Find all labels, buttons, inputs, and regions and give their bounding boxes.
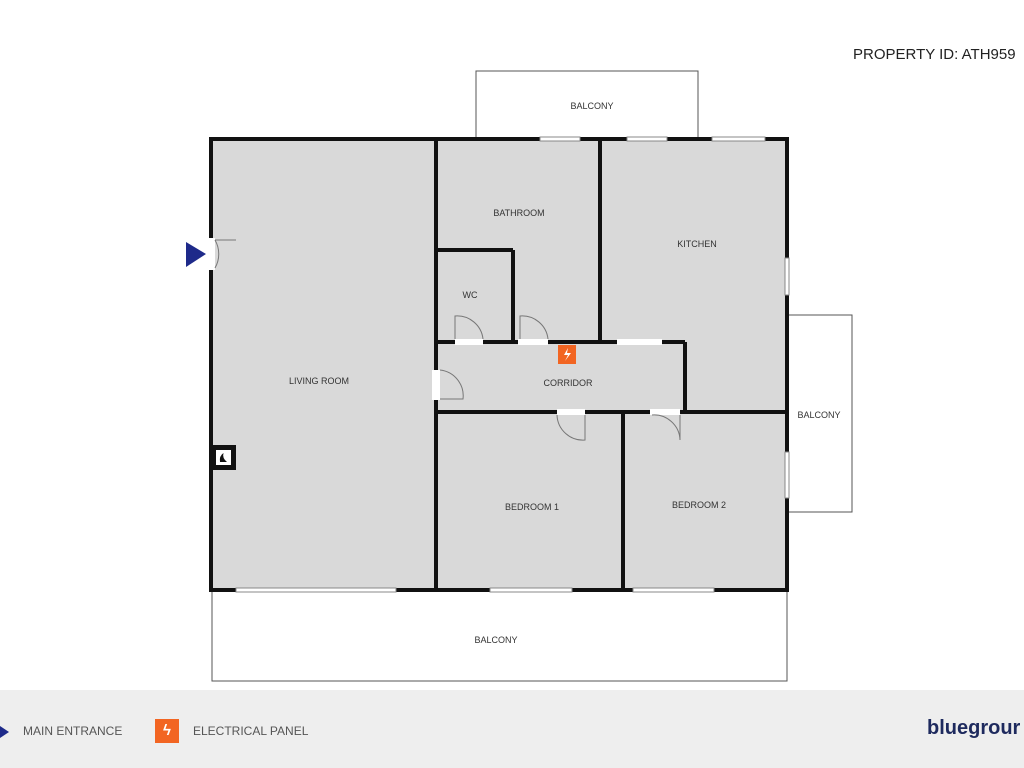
electrical-panel-legend-icon: ϟ	[155, 719, 179, 743]
room-label-bathroom: BATHROOM	[493, 208, 544, 218]
room-label-bedroom-1: BEDROOM 1	[505, 502, 559, 512]
legend-main-entrance: MAIN ENTRANCE	[23, 724, 123, 738]
room-label-corridor: CORRIDOR	[544, 378, 593, 388]
room-label-balcony-bottom: BALCONY	[474, 635, 517, 645]
legend-footer: MAIN ENTRANCE ϟ ELECTRICAL PANEL bluegro…	[0, 690, 1024, 768]
room-label-balcony-right: BALCONY	[797, 410, 840, 420]
room-label-bedroom-2: BEDROOM 2	[672, 500, 726, 510]
balcony-right	[786, 314, 853, 513]
brand-logo: bluegrour	[927, 717, 1021, 739]
balcony-top	[475, 70, 699, 140]
windows	[235, 136, 790, 593]
room-label-wc: WC	[463, 290, 478, 300]
main-entrance-icon	[186, 242, 206, 267]
room-label-living-room: LIVING ROOM	[289, 376, 349, 386]
legend-electrical-panel: ELECTRICAL PANEL	[193, 724, 309, 738]
floor-area	[211, 139, 787, 590]
floor-plan: LIVING ROOM BATHROOM WC KITCHEN CORRIDOR…	[186, 70, 853, 682]
property-id: PROPERTY ID: ATH959	[853, 46, 1016, 63]
main-entrance-legend-icon	[0, 726, 9, 738]
room-label-kitchen: KITCHEN	[677, 239, 717, 249]
room-label-balcony-top: BALCONY	[570, 101, 613, 111]
door-swings	[214, 239, 681, 441]
door-openings	[207, 238, 680, 415]
